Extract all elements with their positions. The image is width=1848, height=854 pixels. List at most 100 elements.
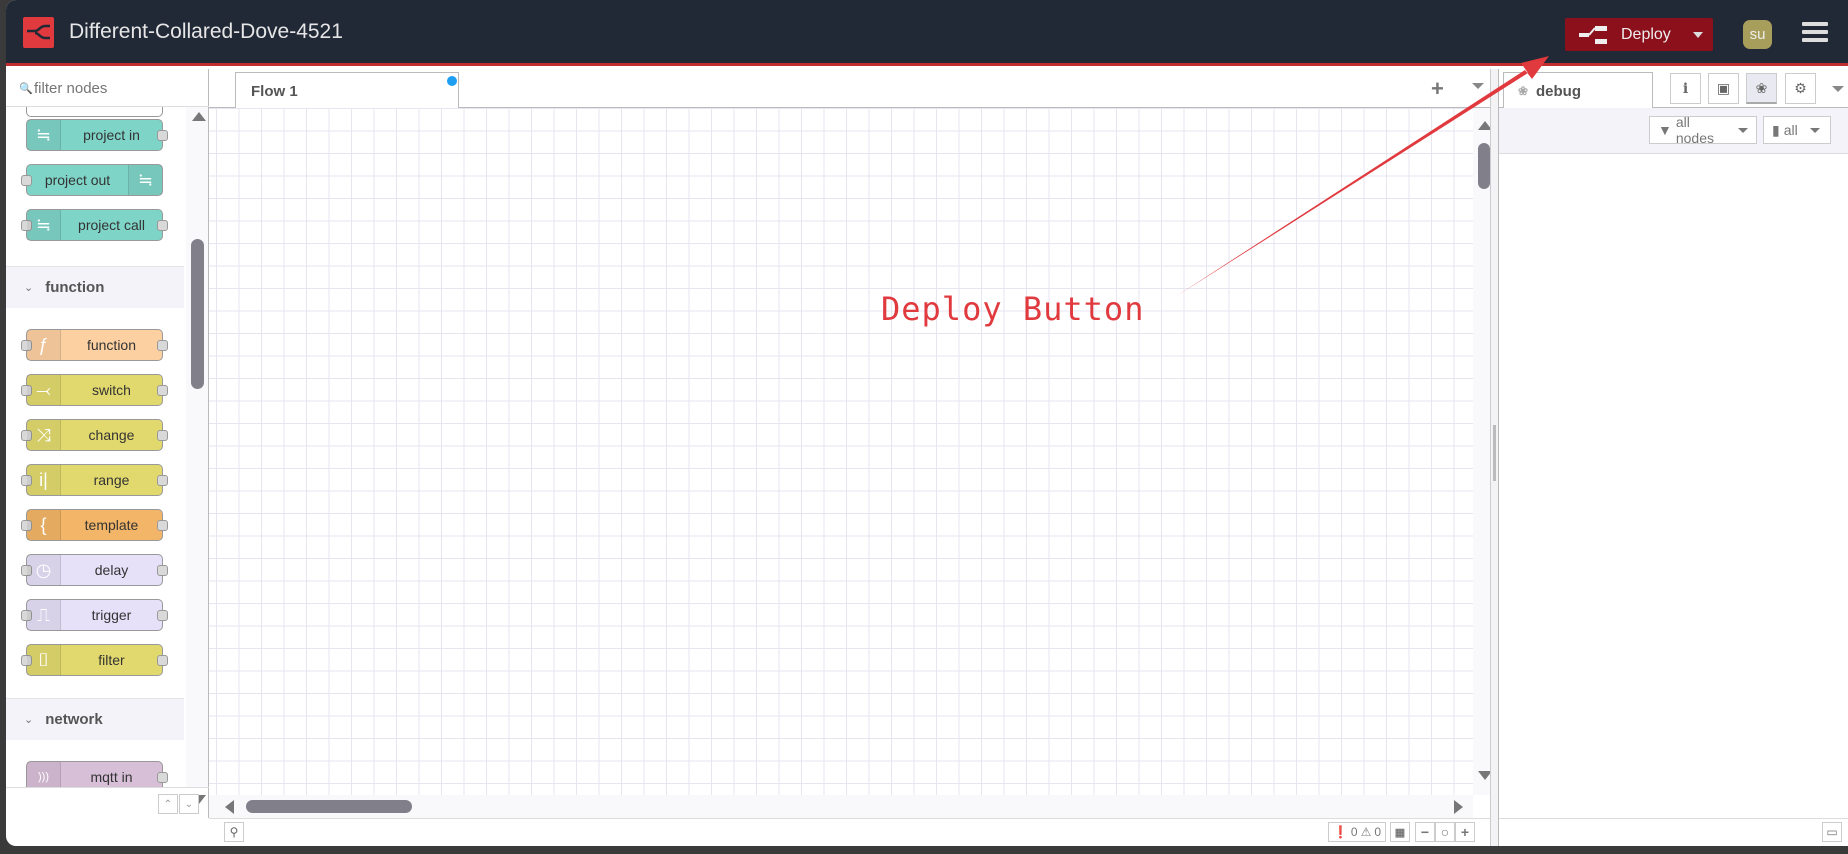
palette-node-change[interactable]: ⤨ change (21, 419, 168, 451)
palette-node-mqtt-in[interactable]: ))) mqtt in (26, 761, 168, 787)
chevron-down-icon: ⌄ (24, 714, 34, 726)
palette-node-project-in[interactable]: ≒ project in (26, 119, 168, 151)
workspace-footer: ⚲ ❗ 0 ⚠ 0 ▦ − ○ + (209, 818, 1496, 846)
timer-icon: ◷ (27, 555, 61, 585)
scroll-left-icon[interactable] (225, 800, 234, 814)
sidebar-menu-caret-icon[interactable] (1832, 86, 1844, 92)
input-port (21, 175, 32, 186)
input-port (21, 475, 32, 486)
palette-scroll-thumb[interactable] (191, 239, 204, 389)
workspace-tabbar: Flow 1 + (209, 69, 1496, 109)
output-port (157, 475, 168, 486)
template-icon: { (27, 510, 61, 540)
debug-bug-icon[interactable]: ❀ (1746, 73, 1777, 104)
palette-node-function[interactable]: ƒ function (21, 329, 168, 361)
tab-debug[interactable]: ❀ debug (1503, 72, 1653, 109)
flow-list-caret-icon[interactable] (1472, 83, 1484, 89)
user-avatar[interactable]: su (1743, 20, 1772, 49)
shuffle-icon: ⤨ (27, 420, 61, 450)
input-port (21, 565, 32, 576)
sidebar: ❀ debug i ▣ ❀ ⚙ ▼ all nodes ▮ all ▭ (1498, 69, 1848, 846)
node-palette: 🔍 ≒ project in project out ≒ ≒ project c… (6, 69, 209, 818)
book-icon[interactable]: ▣ (1708, 73, 1739, 104)
input-port (21, 610, 32, 621)
debug-clear-select[interactable]: ▮ all (1763, 116, 1831, 144)
debug-toolbar: ▼ all nodes ▮ all (1499, 108, 1848, 154)
palette-node-partial[interactable] (26, 107, 163, 117)
filter-icon: ⌷ (27, 645, 61, 675)
sidebar-tabs: ❀ debug i ▣ ❀ ⚙ (1499, 69, 1848, 109)
palette-node-switch[interactable]: ⤙ switch (21, 374, 168, 406)
canvas-vscroll-thumb[interactable] (1478, 143, 1490, 189)
collapse-all-icon[interactable]: ⌃ (158, 794, 178, 814)
info-icon[interactable]: i (1670, 73, 1701, 104)
sidebar-footer: ▭ (1499, 818, 1848, 846)
range-icon: i| (27, 465, 61, 495)
canvas-hscroll-thumb[interactable] (246, 800, 412, 813)
palette-node-range[interactable]: i| range (21, 464, 168, 496)
palette-filter: 🔍 (6, 69, 209, 107)
scroll-up-icon[interactable] (192, 112, 206, 121)
output-port (157, 430, 168, 441)
palette-node-project-out[interactable]: project out ≒ (21, 164, 163, 196)
output-port (157, 565, 168, 576)
debug-filter-select[interactable]: ▼ all nodes (1649, 114, 1757, 146)
category-network[interactable]: ⌄ network (6, 698, 184, 740)
deploy-button[interactable]: Deploy (1565, 18, 1713, 51)
flow-canvas[interactable] (209, 108, 1473, 795)
zoom-reset-icon[interactable]: ○ (1435, 822, 1455, 842)
filter-nodes-input[interactable] (34, 78, 204, 98)
palette-scrollbar[interactable] (186, 107, 208, 804)
main-menu-icon[interactable] (1802, 22, 1828, 44)
input-port (21, 340, 32, 351)
zoom-in-icon[interactable]: + (1455, 822, 1475, 842)
unsaved-changes-indicator (447, 76, 457, 86)
palette-node-trigger[interactable]: ⎍ trigger (21, 599, 168, 631)
trigger-icon: ⎍ (27, 600, 61, 630)
palette-node-project-call[interactable]: ≒ project call (21, 209, 168, 241)
filter-icon: ▼ (1658, 122, 1672, 138)
node-status-counts[interactable]: ❗ 0 ⚠ 0 (1328, 822, 1386, 842)
add-flow-icon[interactable]: + (1431, 76, 1444, 101)
zoom-out-icon[interactable]: − (1415, 822, 1435, 842)
navigator-map-icon[interactable]: ▦ (1390, 822, 1410, 842)
gear-icon[interactable]: ⚙ (1785, 73, 1816, 104)
scroll-down-icon[interactable] (192, 795, 206, 804)
scroll-down-icon[interactable] (1478, 771, 1492, 780)
search-flows-icon[interactable]: ⚲ (224, 822, 244, 842)
bug-icon: ❀ (1518, 84, 1529, 98)
canvas-horizontal-scrollbar[interactable] (209, 795, 1473, 818)
link-icon: ≒ (128, 165, 162, 195)
link-icon: ≒ (27, 210, 61, 240)
deploy-label: Deploy (1621, 25, 1671, 43)
function-icon: ƒ (27, 330, 61, 360)
switch-icon: ⤙ (27, 375, 61, 405)
palette-node-delay[interactable]: ◷ delay (21, 554, 168, 586)
workspace: Flow 1 + (209, 69, 1496, 818)
output-port (157, 655, 168, 666)
output-port (157, 340, 168, 351)
output-port (157, 220, 168, 231)
palette-footer: ⌃ ⌄ (6, 787, 209, 818)
expand-all-icon[interactable]: ⌄ (179, 794, 199, 814)
tab-flow-1[interactable]: Flow 1 (235, 72, 459, 109)
output-port (157, 520, 168, 531)
output-port (157, 385, 168, 396)
scroll-right-icon[interactable] (1454, 800, 1463, 814)
sidebar-separator[interactable] (1490, 69, 1498, 846)
link-icon: ≒ (27, 120, 61, 150)
palette-node-filter[interactable]: ⌷ filter (21, 644, 168, 676)
error-icon: ❗ (1332, 825, 1348, 839)
input-port (21, 385, 32, 396)
chevron-down-icon (1738, 127, 1748, 133)
node-red-logo-icon (23, 17, 54, 48)
drag-handle[interactable] (1493, 425, 1496, 481)
header-bar: Different-Collared-Dove-4521 Deploy su (6, 0, 1848, 66)
deploy-menu-caret[interactable] (1683, 18, 1713, 51)
wireless-icon: ))) (27, 762, 61, 787)
monitor-icon[interactable]: ▭ (1822, 822, 1842, 842)
app-window: Different-Collared-Dove-4521 Deploy su 🔍 (6, 0, 1848, 846)
palette-node-template[interactable]: { template (21, 509, 168, 541)
category-function[interactable]: ⌄ function (6, 266, 184, 308)
chevron-down-icon: ⌄ (24, 282, 34, 294)
